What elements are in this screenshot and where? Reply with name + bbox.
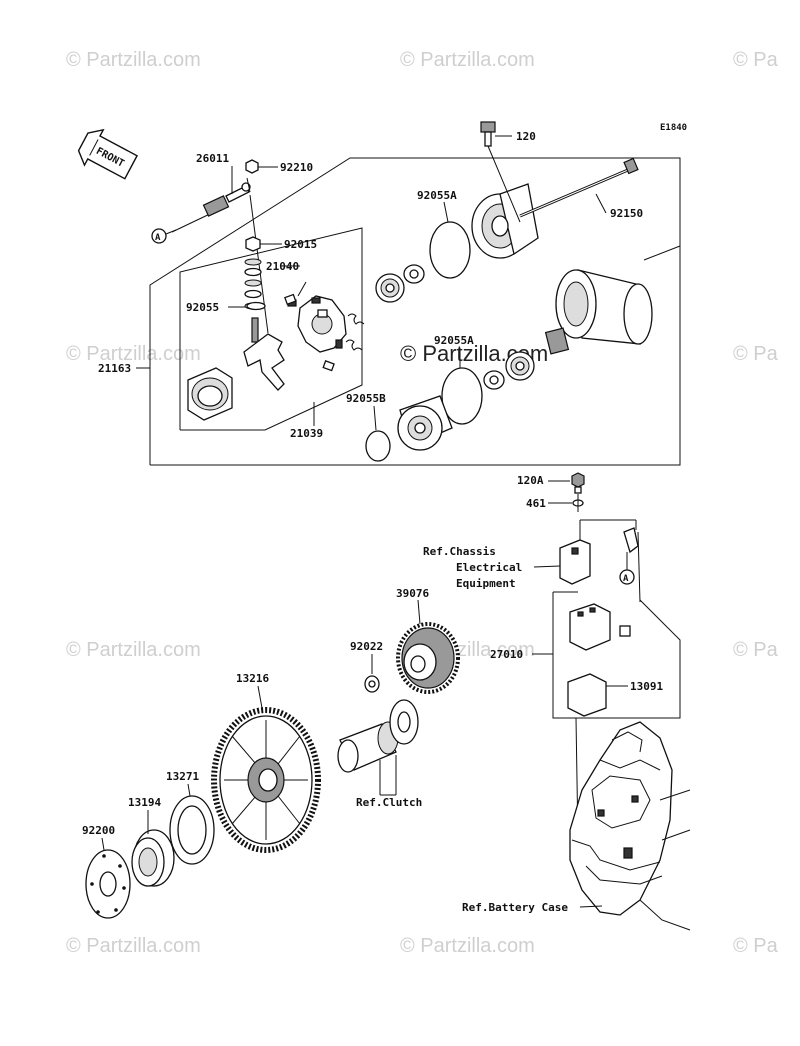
callout-92055b: 92055B bbox=[346, 392, 386, 405]
ref-battery-case: Ref.Battery Case bbox=[462, 901, 568, 914]
washer-lower bbox=[483, 370, 505, 390]
callout-21040: 21040 bbox=[266, 260, 299, 273]
through-bolt bbox=[519, 157, 639, 218]
callout-461: 461 bbox=[526, 497, 546, 510]
battery-case bbox=[569, 717, 691, 931]
callout-13091: 13091 bbox=[630, 680, 663, 693]
brush-plate bbox=[287, 295, 347, 353]
callout-92055a-mid: 92055A bbox=[434, 334, 474, 347]
callout-21039: 21039 bbox=[290, 427, 323, 440]
ref-equipment: Equipment bbox=[456, 577, 516, 590]
callout-39076: 39076 bbox=[396, 587, 429, 600]
clutch-plate bbox=[169, 795, 215, 865]
retaining-plate bbox=[85, 849, 131, 919]
starter-callouts: 120 26011 92210 92055A 92150 92015 21040… bbox=[98, 130, 643, 440]
watermark: © Pa bbox=[733, 935, 779, 957]
watermark: © Partzilla.com bbox=[66, 639, 201, 661]
callout-92210: 92210 bbox=[280, 161, 313, 174]
nut-92210 bbox=[245, 159, 259, 174]
front-arrow-icon: FRONT bbox=[77, 128, 139, 180]
o-ring-92055b bbox=[365, 430, 391, 462]
rear-cover bbox=[471, 183, 539, 259]
gear-callouts: 39076 92022 13216 13271 13194 92200 bbox=[82, 587, 429, 851]
callout-27010: 27010 bbox=[490, 648, 523, 661]
relay-section bbox=[532, 472, 681, 719]
watermark: © Pa bbox=[733, 343, 779, 365]
ref-electrical: Electrical bbox=[456, 561, 522, 574]
bearing-upper bbox=[375, 273, 405, 303]
starter-cable bbox=[171, 166, 251, 233]
o-ring-92055a-mid bbox=[441, 367, 483, 425]
callout-13271: 13271 bbox=[166, 770, 199, 783]
brush bbox=[317, 309, 328, 318]
brush-spring bbox=[347, 313, 365, 325]
callout-13216: 13216 bbox=[236, 672, 269, 685]
bearing-lower bbox=[505, 351, 535, 381]
callout-120: 120 bbox=[516, 130, 536, 143]
ref-chassis: Ref.Chassis bbox=[423, 545, 496, 558]
watermark: © Partzilla.com bbox=[66, 935, 201, 957]
o-ring-92055 bbox=[246, 301, 266, 311]
brush bbox=[284, 293, 297, 306]
brush-spring bbox=[345, 339, 363, 351]
callout-92015: 92015 bbox=[284, 238, 317, 251]
callout-92055: 92055 bbox=[186, 301, 219, 314]
watermark: © Partzilla.com bbox=[66, 49, 201, 71]
connector-a-label: A bbox=[623, 574, 629, 584]
washer-stack bbox=[244, 236, 262, 310]
brush-bracket bbox=[243, 333, 285, 391]
watermark: © Partzilla.com bbox=[400, 49, 535, 71]
idle-gear bbox=[396, 622, 460, 694]
one-way-clutch bbox=[131, 829, 175, 887]
watermark: © Partzilla.com bbox=[400, 935, 535, 957]
watermark: © Pa bbox=[733, 639, 779, 661]
watermark: © Partzilla.com bbox=[66, 343, 201, 365]
diagram-code: E1840 bbox=[660, 123, 687, 133]
screw-120 bbox=[480, 121, 496, 147]
connector-a-top bbox=[151, 228, 167, 244]
clutch-shaft bbox=[337, 699, 419, 773]
callout-92200: 92200 bbox=[82, 824, 115, 837]
ref-clutch: Ref.Clutch bbox=[356, 796, 422, 809]
washer-upper bbox=[403, 264, 425, 284]
brush-holder-ring bbox=[187, 367, 233, 421]
callout-26011: 26011 bbox=[196, 152, 229, 165]
callout-92150: 92150 bbox=[610, 207, 643, 220]
starter-gear-large bbox=[211, 707, 321, 853]
brush-plate-outline bbox=[179, 227, 363, 431]
callout-92055a-top: 92055A bbox=[417, 189, 457, 202]
motor-yoke bbox=[544, 245, 681, 355]
callout-13194: 13194 bbox=[128, 796, 161, 809]
connector-a-label: A bbox=[155, 233, 161, 243]
front-cover bbox=[397, 395, 453, 451]
relay-callouts: 120A 461 Ref.Chassis Electrical Equipmen… bbox=[423, 474, 663, 693]
watermark: © Pa bbox=[733, 49, 779, 71]
starter-assembly-outline bbox=[149, 157, 681, 466]
terminal-bolt bbox=[251, 317, 259, 343]
brush bbox=[322, 360, 335, 372]
o-ring-92055a-top bbox=[429, 221, 471, 279]
callout-21163: 21163 bbox=[98, 362, 131, 375]
callout-92022: 92022 bbox=[350, 640, 383, 653]
callout-120a: 120A bbox=[517, 474, 544, 487]
